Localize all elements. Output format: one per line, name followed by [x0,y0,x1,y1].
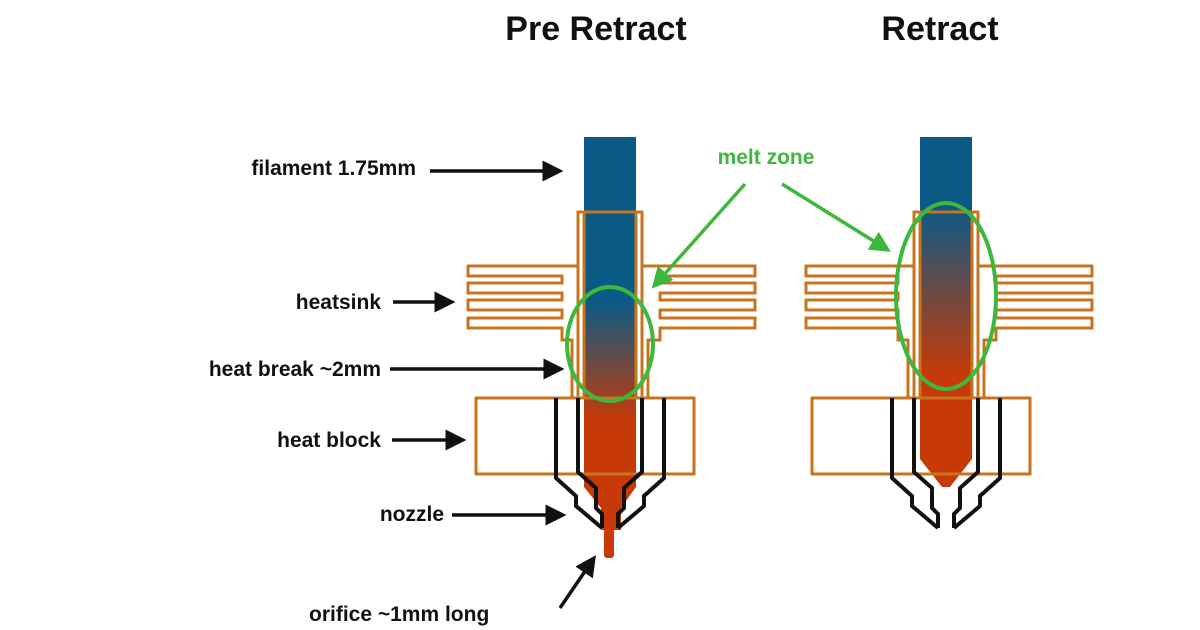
retract-hotend [804,137,1094,530]
heat-block-retract [810,396,1032,476]
arrow-orifice [558,555,596,609]
heat-break-tube-retract [912,210,980,398]
pre-retract-hotend [466,137,757,558]
nozzle-outer-right [616,398,666,530]
melt-zone-ellipse-pre-retract [565,285,655,403]
filament-pre-retract [584,137,636,530]
nozzle-inner-right [616,398,644,528]
filament-retract [920,137,972,487]
nozzle-outer-left [554,398,604,530]
arrow-melt-zone-pre-retract [651,182,747,289]
label-orifice: orifice ~1mm long [309,603,489,626]
melt-zone-ellipse-retract [894,201,998,391]
label-heatsink: heatsink [296,291,382,314]
label-filament: filament 1.75mm [251,157,416,180]
arrow-melt-zone-retract [781,182,891,252]
retract-title: Retract [881,10,998,48]
nozzle-inner-left-retract [912,398,940,528]
label-melt-zone: melt zone [718,146,815,169]
label-heat-break: heat break ~2mm [209,358,381,381]
label-nozzle: nozzle [380,503,444,526]
nozzle-inner-right-retract [952,398,980,528]
nozzle-outer-right-retract [952,398,1002,530]
filament-ooze [604,528,614,558]
heatsink-fins-left [466,264,578,398]
heat-block-pre-retract [474,396,696,476]
heatsink-fins-right [642,264,757,398]
nozzle-outer-left-retract [890,398,940,530]
label-heat-block: heat block [277,429,381,452]
pre-retract-title: Pre Retract [505,10,686,48]
nozzle-inner-left [576,398,604,528]
